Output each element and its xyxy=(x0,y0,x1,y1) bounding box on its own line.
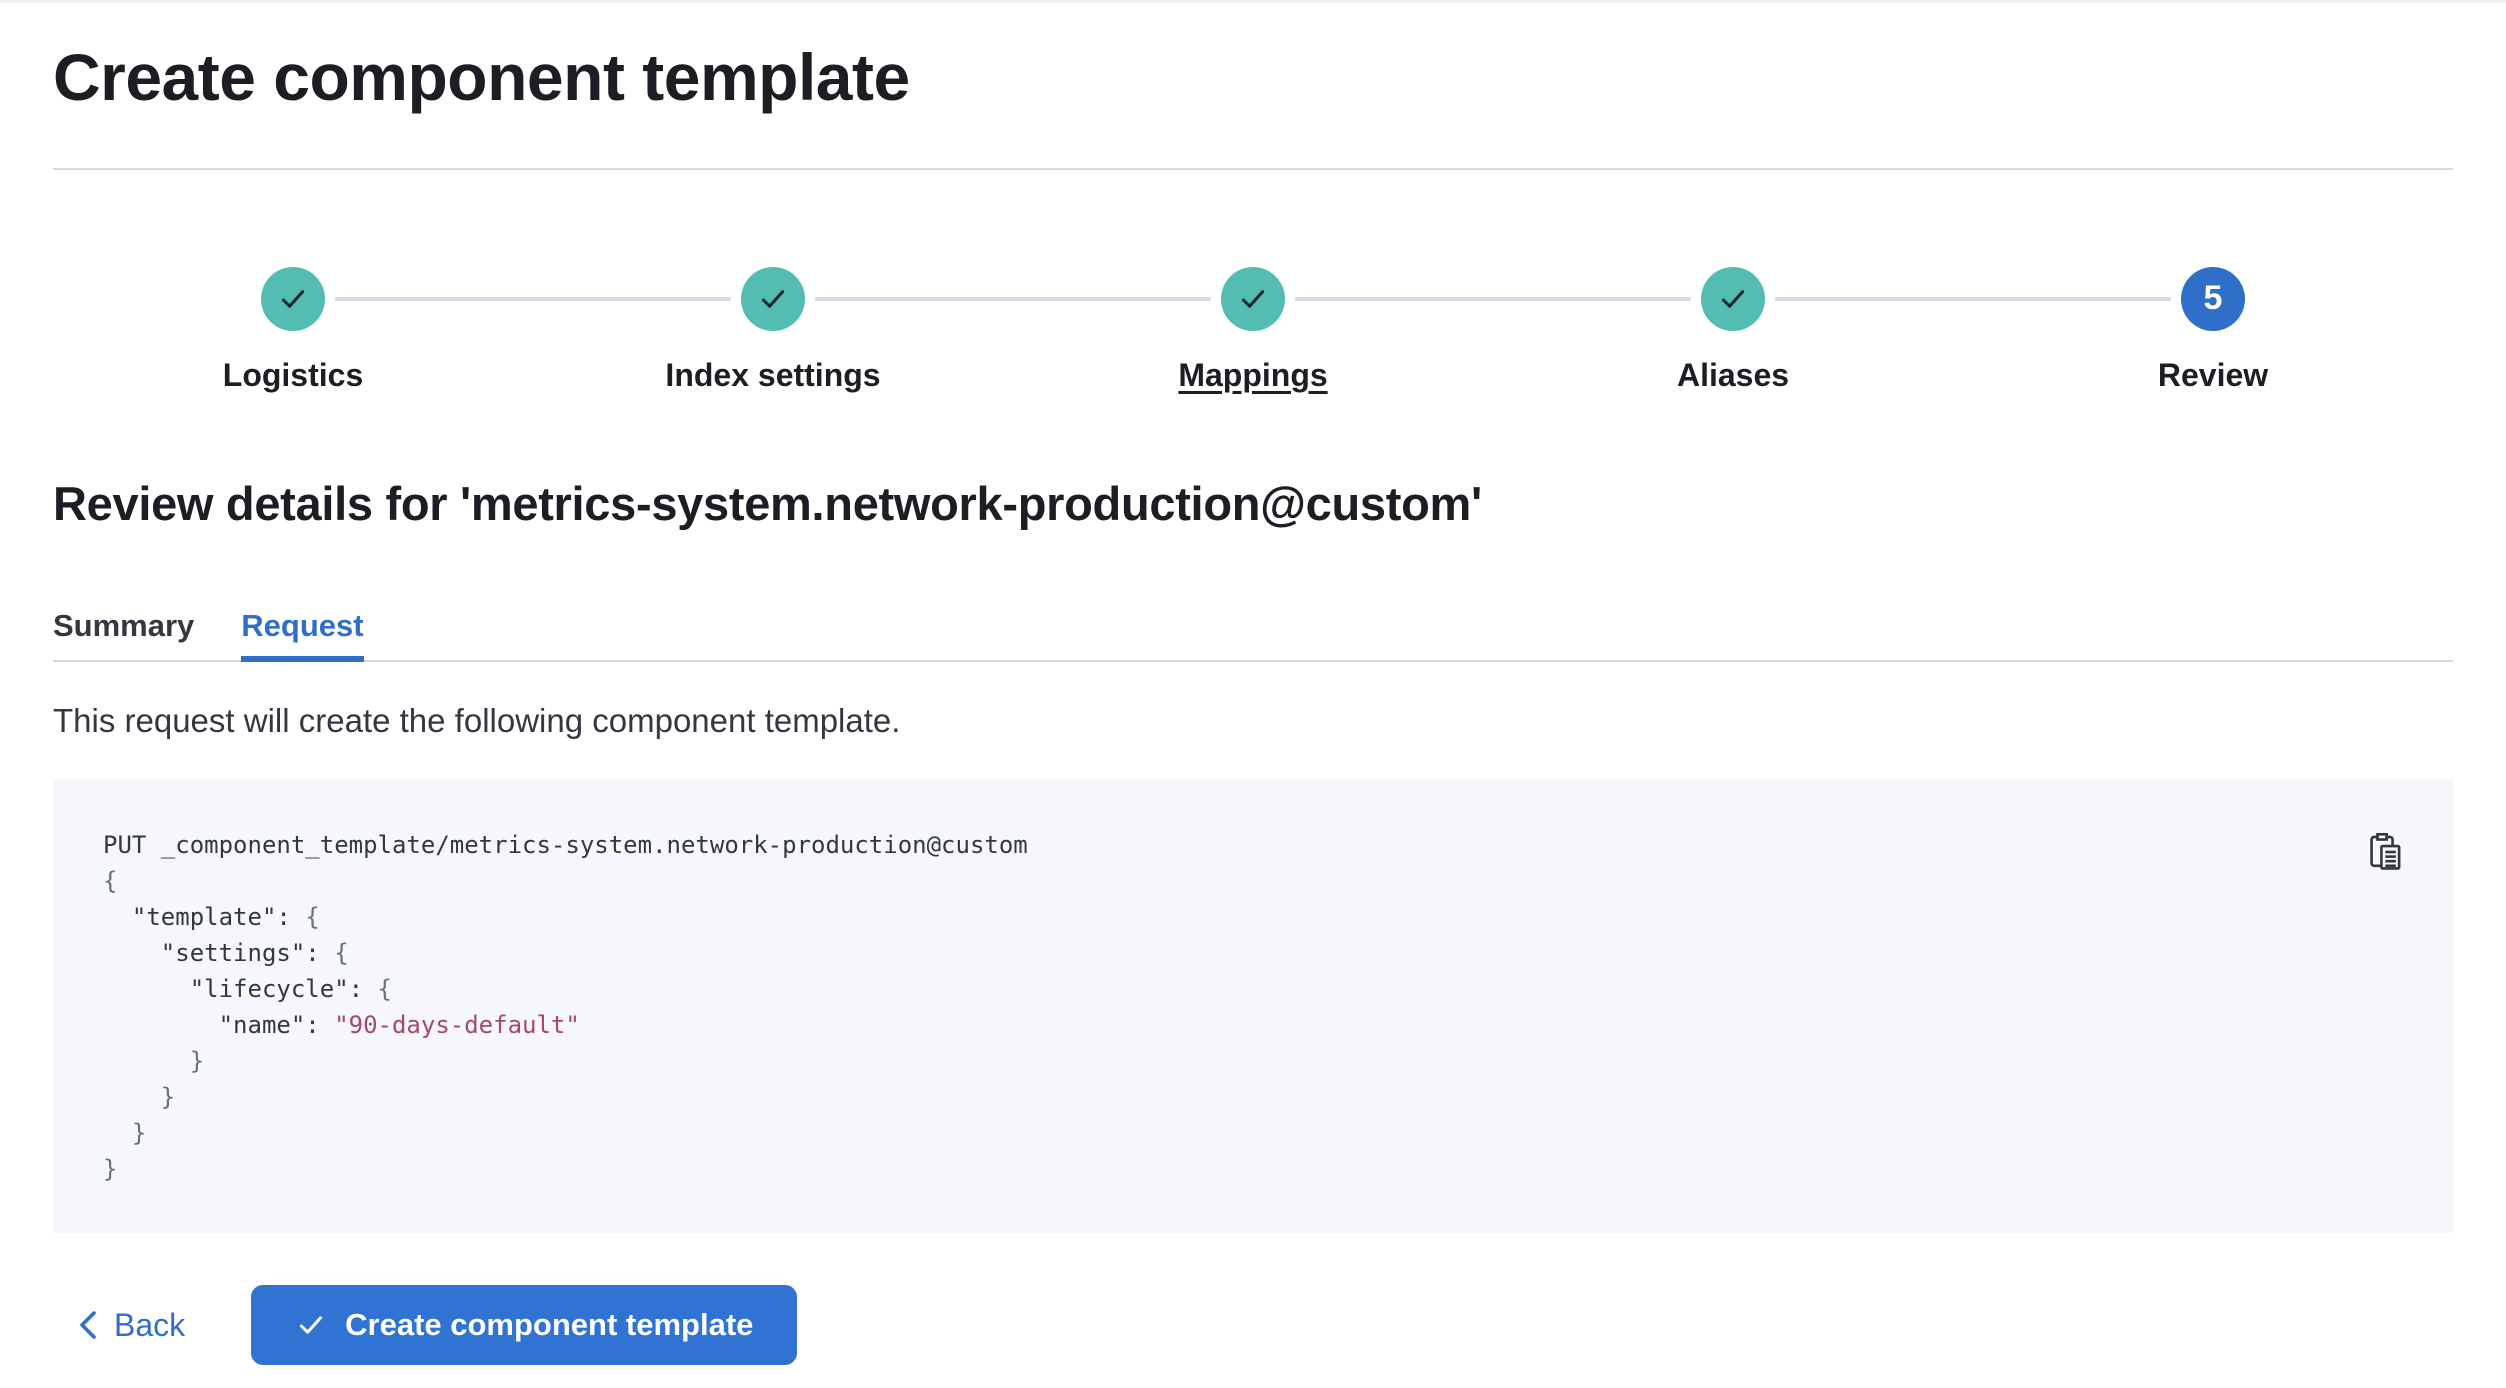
footer-actions: Back Create component template xyxy=(53,1285,2453,1366)
step-index-settings[interactable]: Index settings xyxy=(533,266,1013,394)
code-line: "lifecycle": { xyxy=(103,975,392,1004)
copy-clipboard-icon xyxy=(2370,833,2401,870)
step-complete-circle xyxy=(1221,266,1285,331)
request-code: PUT _component_template/metrics-system.n… xyxy=(103,827,2333,1187)
create-button-label: Create component template xyxy=(345,1307,754,1343)
create-component-template-page: Create component template Logistics Index… xyxy=(0,37,2506,1366)
chevron-left-icon xyxy=(80,1311,96,1339)
check-icon xyxy=(761,289,785,308)
code-line: } xyxy=(103,1155,118,1184)
step-label: Review xyxy=(2157,356,2269,393)
review-heading: Review details for 'metrics-system.netwo… xyxy=(53,476,1482,530)
step-label: Mappings xyxy=(1178,356,1328,393)
back-button[interactable]: Back xyxy=(53,1307,207,1344)
create-component-template-button[interactable]: Create component template xyxy=(251,1285,798,1366)
tab-summary[interactable]: Summary xyxy=(53,608,194,660)
check-icon xyxy=(1241,289,1265,308)
step-label: Aliases xyxy=(1676,356,1790,393)
step-complete-circle xyxy=(741,266,805,331)
code-line: "template": { xyxy=(103,903,320,932)
step-mappings[interactable]: Mappings xyxy=(1013,266,1493,394)
check-icon xyxy=(300,1316,323,1334)
step-aliases[interactable]: Aliases xyxy=(1493,266,1973,394)
step-complete-circle xyxy=(261,266,325,331)
step-number-circle: 5 xyxy=(2181,266,2245,331)
step-complete-circle xyxy=(1701,266,1765,331)
check-icon xyxy=(281,289,305,308)
request-description: This request will create the following c… xyxy=(53,701,901,739)
step-logistics[interactable]: Logistics xyxy=(53,266,533,394)
code-line: } xyxy=(103,1083,176,1112)
top-edge-strip xyxy=(0,0,2506,3)
page-title: Create component template xyxy=(53,40,910,114)
review-tabs: Summary Request xyxy=(53,608,2453,662)
back-label: Back xyxy=(114,1306,186,1343)
code-line: "settings": { xyxy=(103,939,349,968)
request-code-block: PUT _component_template/metrics-system.n… xyxy=(53,779,2453,1234)
code-line: PUT _component_template/metrics-system.n… xyxy=(103,831,1028,860)
code-line: } xyxy=(103,1047,205,1076)
step-label: Index settings xyxy=(665,356,881,393)
check-icon xyxy=(1721,289,1745,308)
code-line: { xyxy=(103,867,118,896)
tab-request[interactable]: Request xyxy=(241,608,364,662)
title-divider xyxy=(53,167,2453,170)
code-line: "name": "90-days-default" xyxy=(103,1011,580,1040)
copy-button[interactable] xyxy=(2361,827,2411,877)
step-label: Logistics xyxy=(222,356,364,393)
code-line: } xyxy=(103,1119,147,1148)
